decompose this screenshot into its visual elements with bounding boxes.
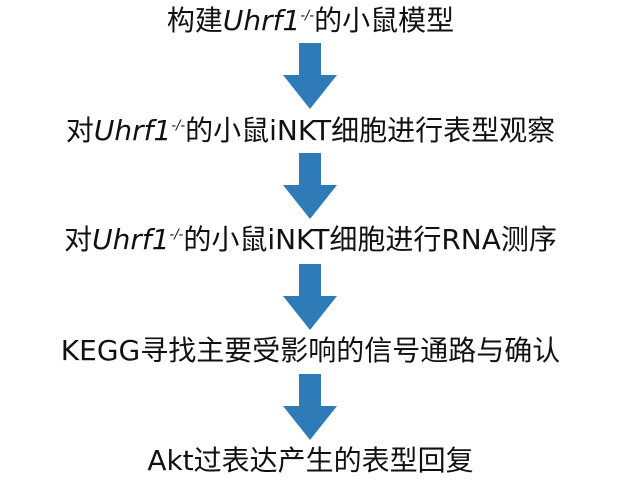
down-arrow-icon	[283, 153, 337, 219]
step-1-suffix: 的小鼠模型	[314, 4, 455, 37]
step-3-gene: Uhrf1	[92, 223, 170, 256]
step-build-mouse-model: 构建Uhrf1-/-的小鼠模型	[0, 3, 621, 39]
step-4-text: KEGG寻找主要受影响的信号通路与确认	[60, 334, 561, 367]
step-5-text: Akt过表达产生的表型回复	[147, 444, 474, 477]
step-3-suffix: 的小鼠iNKT细胞进行RNA测序	[183, 223, 557, 256]
step-phenotype-observation: 对Uhrf1-/-的小鼠iNKT细胞进行表型观察	[0, 113, 621, 149]
step-2-prefix: 对	[65, 114, 94, 147]
step-kegg-pathway: KEGG寻找主要受影响的信号通路与确认	[0, 333, 621, 369]
step-1-gene: Uhrf1	[222, 4, 301, 37]
step-2-suffix: 的小鼠iNKT细胞进行表型观察	[185, 114, 556, 147]
step-rna-sequencing: 对Uhrf1-/-的小鼠iNKT细胞进行RNA测序	[0, 222, 621, 258]
step-1-prefix: 构建	[166, 4, 223, 37]
step-3-prefix: 对	[64, 223, 93, 256]
down-arrow-icon	[283, 43, 337, 109]
step-2-gene: Uhrf1	[93, 114, 172, 147]
down-arrow-icon	[283, 264, 337, 330]
step-3-genotype: -/-	[169, 227, 184, 243]
step-akt-rescue: Akt过表达产生的表型回复	[0, 443, 621, 479]
step-2-genotype: -/-	[171, 118, 186, 134]
step-1-genotype: -/-	[300, 8, 315, 24]
down-arrow-icon	[283, 374, 337, 440]
